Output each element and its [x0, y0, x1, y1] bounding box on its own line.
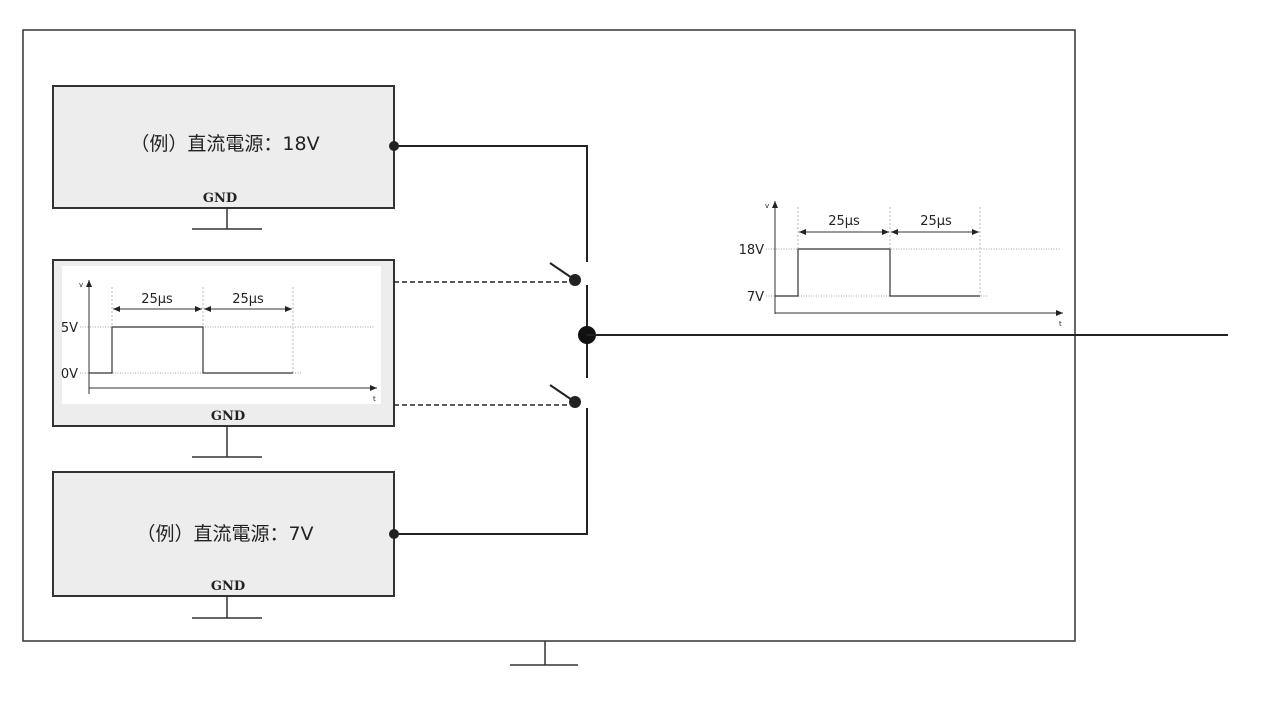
- dc-source-18v: （例）直流電源：18V GND: [52, 85, 395, 209]
- axis-v-label: v: [765, 202, 769, 210]
- gnd-label: GND: [211, 409, 245, 424]
- period-label-2: 25μs: [232, 292, 264, 307]
- output-pulse-chart: v t 18V 7V 25μs 25μs: [739, 201, 1063, 328]
- dc-source-7v-label: （例）直流電源：7V: [136, 523, 313, 545]
- period-label-1: 25μs: [141, 292, 173, 307]
- high-level-label: 18V: [739, 243, 765, 258]
- lower-switch: [389, 384, 588, 539]
- dc-source-18v-label: （例）直流電源：18V: [130, 133, 319, 155]
- upper-switch: [549, 262, 588, 378]
- low-level-label: 0V: [61, 367, 78, 382]
- ground-symbol: [192, 208, 262, 230]
- input-waveform: [89, 326, 293, 374]
- axis-t-label: t: [373, 395, 376, 403]
- outer-ground-symbol: [510, 641, 578, 666]
- pulse-generator: GND: [52, 259, 395, 427]
- gnd-label: GND: [203, 191, 237, 206]
- ground-symbol: [192, 426, 262, 458]
- ground-symbol: [192, 596, 262, 619]
- low-level-label: 7V: [747, 290, 764, 305]
- input-pulse-chart: v t 5V 0V 25μs 25μs: [61, 280, 377, 403]
- output-waveform: [775, 248, 980, 297]
- axis-t-label: t: [1059, 320, 1062, 328]
- wire-18v: [389, 141, 588, 262]
- axis-v-label: v: [79, 281, 83, 289]
- period-label-1: 25μs: [828, 214, 860, 229]
- period-label-2: 25μs: [920, 214, 952, 229]
- high-level-label: 5V: [61, 321, 78, 336]
- gnd-label: GND: [211, 579, 245, 594]
- dc-source-7v: （例）直流電源：7V GND: [52, 471, 395, 597]
